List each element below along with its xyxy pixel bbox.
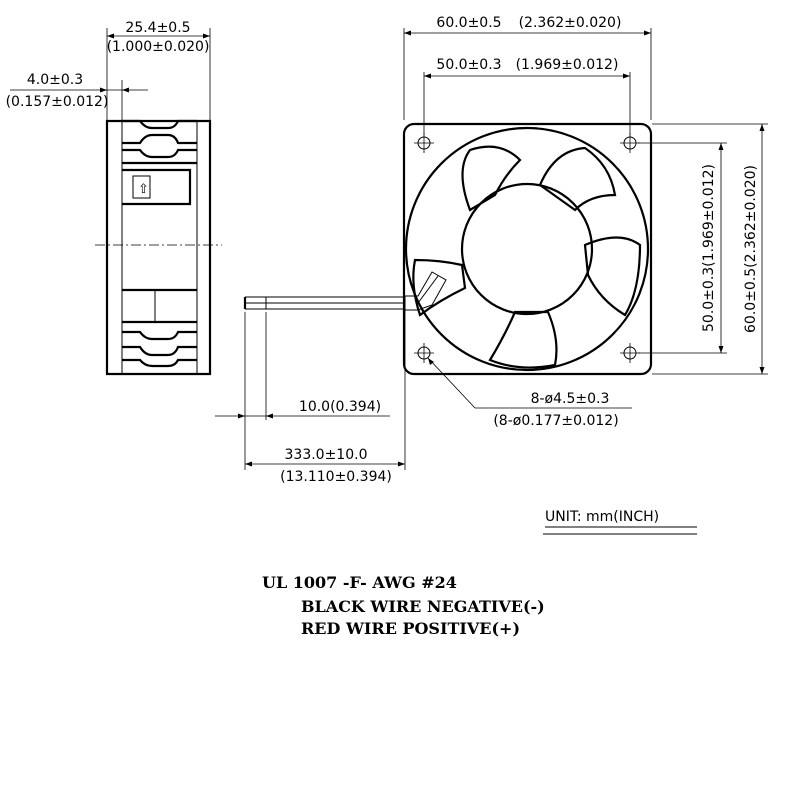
front-view — [402, 28, 768, 409]
frame-width-mm: 60.0±0.5 — [436, 15, 501, 31]
flange-thickness-in: (0.157±0.012) — [6, 94, 109, 110]
hole-spacing-v-label: 50.0±0.3(1.969±0.012) — [701, 164, 717, 332]
black-wire-note: BLACK WIRE NEGATIVE(-) — [301, 597, 545, 616]
strip-length: 10.0(0.394) — [299, 399, 381, 415]
unit-label: UNIT: mm(INCH) — [545, 509, 659, 525]
side-width-in: (1.000±0.020) — [107, 39, 210, 55]
wire-spec-note: UL 1007 -F- AWG #24 — [262, 573, 457, 592]
hole-diameter-in: (8-ø0.177±0.012) — [493, 413, 618, 429]
frame-height-label: 60.0±0.5(2.362±0.020) — [743, 165, 759, 333]
hole-spacing-in: (1.969±0.012) — [516, 57, 619, 73]
frame-width-in: (2.362±0.020) — [519, 15, 622, 31]
side-width-mm: 25.4±0.5 — [125, 20, 190, 36]
hole-diameter-mm: 8-ø4.5±0.3 — [531, 391, 610, 407]
wire-length-mm: 333.0±10.0 — [285, 447, 368, 463]
flange-thickness-mm: 4.0±0.3 — [27, 72, 83, 88]
svg-text:⇧: ⇧ — [138, 182, 149, 197]
hole-spacing-mm: 50.0±0.3 — [436, 57, 501, 73]
red-wire-note: RED WIRE POSITIVE(+) — [301, 619, 520, 638]
wire-length-in: (13.110±0.394) — [280, 469, 392, 485]
side-view: ⇧ — [10, 28, 222, 376]
lead-wires — [215, 296, 406, 470]
